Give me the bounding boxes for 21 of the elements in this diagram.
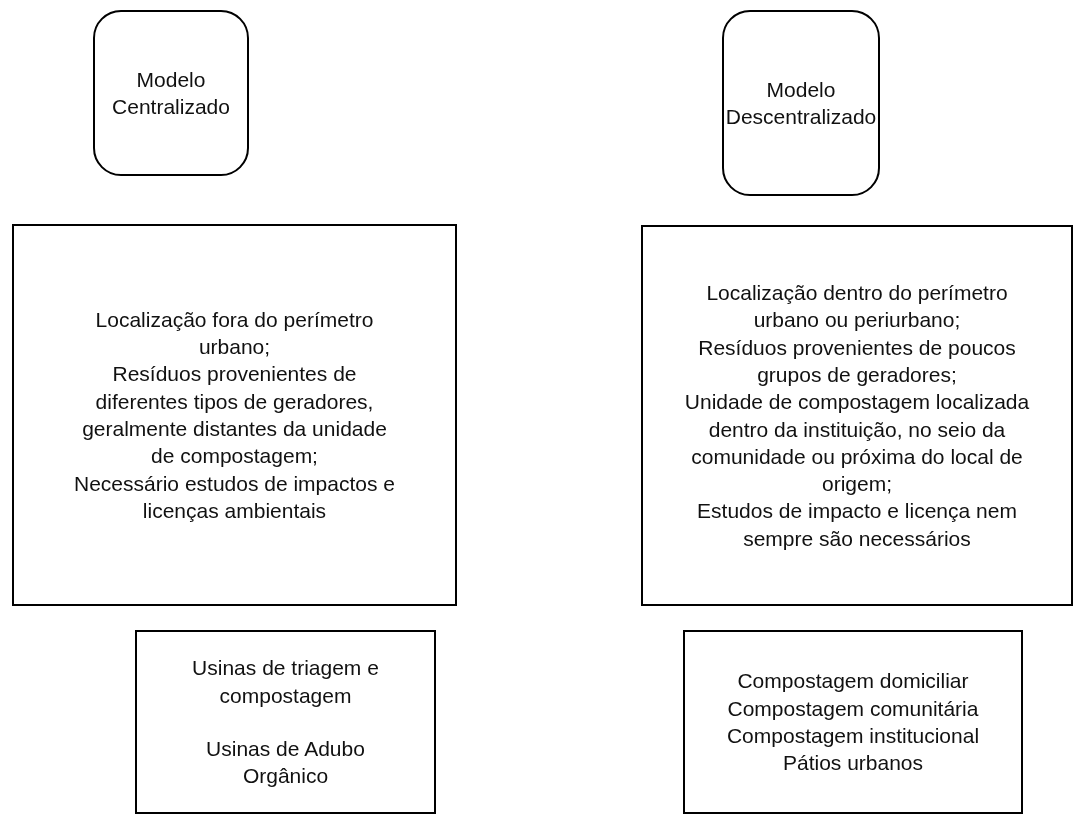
features-box: [641, 225, 1073, 606]
box-text: Necessário estudos de impactos e licenças ambientais: [74, 470, 395, 524]
box-text: Compostagem domiciliar: [737, 668, 969, 695]
box-text: Unidade de compostagem localizada dentro da instituição, no seio da comunidade ou próxima do local de origem;: [683, 389, 1031, 498]
box-text: Localização fora do perímetro urbano;: [94, 306, 375, 361]
box-text: Compostagem institucional: [726, 723, 980, 749]
box-text: Usinas de triagem e compostagem: [191, 655, 380, 709]
model-title-box: [722, 10, 880, 196]
model-title-box: [93, 10, 249, 176]
box-text: Pátios urbanos: [782, 750, 924, 777]
box-text: Estudos de impacto e licença nem sempre são necessários: [696, 498, 1018, 552]
box-text: Modelo Centralizado: [111, 66, 231, 120]
features-box: [12, 224, 457, 606]
box-text: Resíduos provenientes de poucos grupos de geradores;: [697, 334, 1017, 388]
box-text: Resíduos provenientes de diferentes tipos de geradores, geralmente distantes da unidade de compostagem;: [81, 361, 388, 470]
box-text: Modelo Descentralizado: [725, 76, 877, 130]
box-text: Localização dentro do perímetro urbano ou periurbano;: [705, 280, 1009, 334]
box-text: Usinas de Adubo Orgânico: [205, 736, 366, 790]
examples-box: [135, 630, 436, 814]
examples-box: [683, 630, 1023, 814]
box-text: Compostagem comunitária: [727, 695, 979, 722]
